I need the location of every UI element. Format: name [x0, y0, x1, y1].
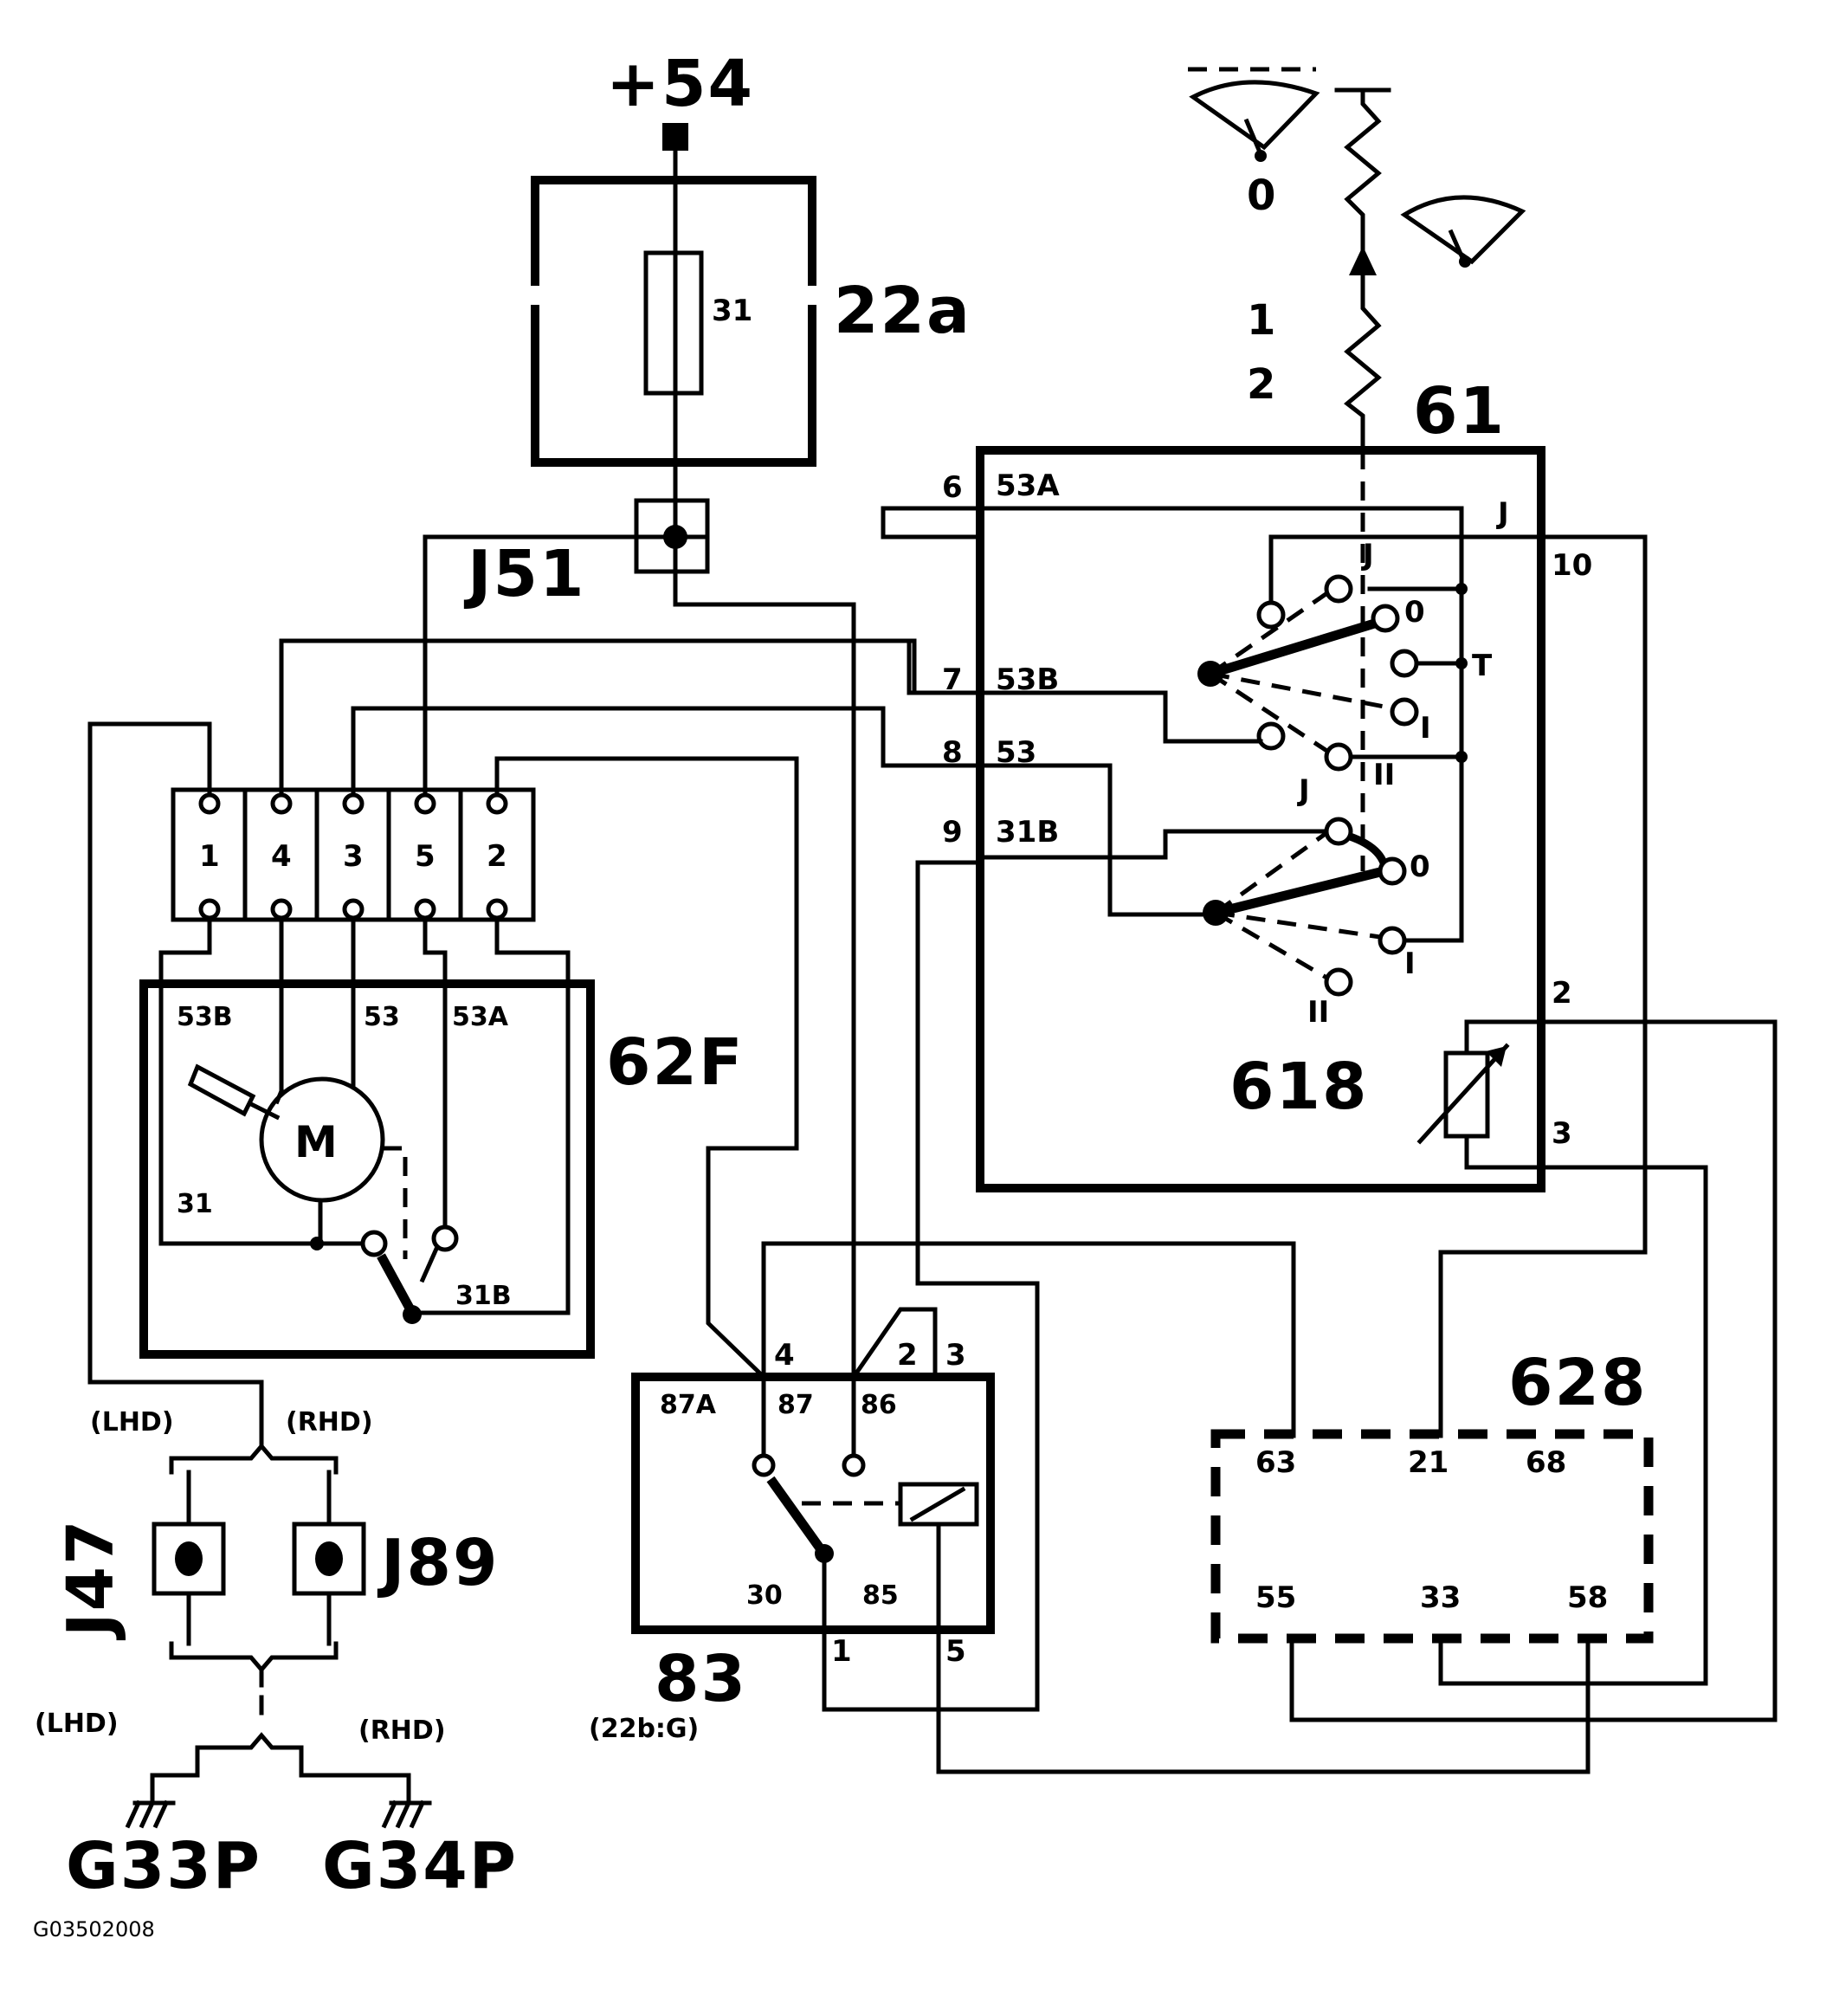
contact-label-ii-upper: II [1373, 758, 1395, 792]
switch-61-ref: 61 [1413, 374, 1506, 449]
relay-term-85: 85 [862, 1580, 899, 1611]
contact-label-i-lower: I [1404, 947, 1416, 981]
contact-label-i-upper: I [1420, 711, 1431, 746]
supply-terminal: +54 [606, 47, 754, 151]
ground-g33p-ref: G33P [66, 1829, 261, 1903]
dial-position-1: 1 [1247, 296, 1275, 345]
motor-pin-1: 1 [199, 839, 220, 874]
module-term-58: 58 [1567, 1580, 1608, 1615]
switch-pin-3: 3 [1552, 1116, 1572, 1151]
speed-selector-indicator: 0 1 2 [1188, 67, 1526, 453]
rheostat-ref: 618 [1229, 1050, 1368, 1124]
contact-label-t: T [1472, 649, 1493, 683]
motor-pin-4: 4 [271, 839, 292, 874]
contact-label-0-upper: 0 [1404, 595, 1425, 630]
relay-term-87a: 87A [660, 1390, 717, 1420]
contact-label-j-top: J [1496, 496, 1509, 531]
relay-term-87: 87 [778, 1390, 814, 1420]
lhd-label-lower: (LHD) [35, 1709, 119, 1739]
motor-label: M [294, 1117, 338, 1167]
switch-pin-9: 9 [942, 815, 963, 850]
contact-label-0-lower: 0 [1410, 850, 1430, 884]
motor-unit-ref: 62F [606, 1025, 745, 1100]
relay-term-30: 30 [746, 1580, 783, 1611]
control-module-628: 628 63 21 68 55 33 58 [1210, 1346, 1654, 1644]
ground-g34p-ref: G34P [322, 1829, 518, 1903]
motor-term-53b: 53B [177, 1002, 233, 1032]
motor-term-53: 53 [364, 1002, 400, 1032]
module-ref: 628 [1508, 1346, 1647, 1420]
relay-pin-4: 4 [774, 1338, 795, 1373]
fuse-unit-ref: 22a [834, 274, 971, 348]
module-term-63: 63 [1255, 1445, 1296, 1480]
switch-pin-7: 7 [942, 662, 963, 697]
wiper-arm-icon [187, 1063, 256, 1117]
switch-pin-8: 8 [942, 735, 963, 770]
relay-pin-3: 3 [945, 1338, 966, 1373]
connector-j47-ref: J47 [54, 1518, 128, 1641]
relay-ref: 83 [655, 1642, 747, 1716]
contact-label-j-lower: J [1297, 773, 1310, 808]
motor-pin-5: 5 [415, 839, 436, 874]
motor-term-31: 31 [177, 1189, 213, 1219]
wiper-motor-62f: 62F 1 4 3 5 2 53B 53 53A 31 31B [139, 787, 745, 1359]
motor-pin-2: 2 [487, 839, 507, 874]
motor-connector-pins: 1 4 3 5 2 [198, 787, 508, 922]
switch-pin-6: 6 [942, 470, 963, 505]
motor-term-31b: 31B [455, 1281, 512, 1311]
motor-pin-3: 3 [343, 839, 364, 874]
relay-term-86: 86 [861, 1390, 897, 1420]
wire-label-53a: 53A [996, 468, 1060, 503]
ground-g33p-icon: G33P [66, 1759, 261, 1903]
motor-term-53a: 53A [452, 1002, 509, 1032]
connector-j89-ref: J89 [377, 1526, 500, 1600]
relay-pin-5: 5 [945, 1634, 966, 1669]
connector-j51-ref: J51 [463, 537, 586, 611]
module-term-68: 68 [1526, 1445, 1566, 1480]
module-term-21: 21 [1408, 1445, 1449, 1480]
connector-j51: J51 [463, 498, 710, 611]
rheostat-618: 618 [1229, 1019, 1544, 1170]
module-term-33: 33 [1420, 1580, 1461, 1615]
switch-pin-10: 10 [1552, 548, 1592, 583]
contact-label-ii-lower: II [1307, 995, 1329, 1030]
switch-pin-2: 2 [1552, 976, 1572, 1011]
ground-selection: (LHD) (RHD) J47 J89 (LHD) (RHD) [35, 1407, 518, 1903]
relay-pin-2: 2 [897, 1338, 918, 1373]
dial-position-2: 2 [1247, 360, 1275, 409]
dial-position-0: 0 [1247, 171, 1275, 220]
module-term-55: 55 [1255, 1580, 1296, 1615]
fuse-number: 31 [712, 294, 752, 328]
supply-label: +54 [606, 47, 754, 121]
wire-label-31b: 31B [996, 815, 1059, 850]
relay-pin-1: 1 [831, 1634, 852, 1669]
rhd-label-lower: (RHD) [358, 1716, 446, 1746]
lhd-label-upper: (LHD) [90, 1407, 174, 1438]
relay-ref-note: (22b:G) [589, 1714, 699, 1744]
connector-j89: J89 [292, 1470, 500, 1646]
ground-g34p-icon: G34P [299, 1759, 518, 1903]
fuse-unit-22a: 31 22a [524, 176, 971, 467]
figure-id: G03502008 [33, 1917, 155, 1942]
switch-61: 61 6 7 8 9 53A 53B 53 31B 10 2 3 T J J [881, 374, 1648, 1192]
connector-j47: J47 [54, 1470, 226, 1646]
rhd-label-upper: (RHD) [286, 1407, 373, 1438]
relay-83: 83 (22b:G) 4 2 3 1 5 87A 87 86 30 85 [589, 860, 1591, 1774]
